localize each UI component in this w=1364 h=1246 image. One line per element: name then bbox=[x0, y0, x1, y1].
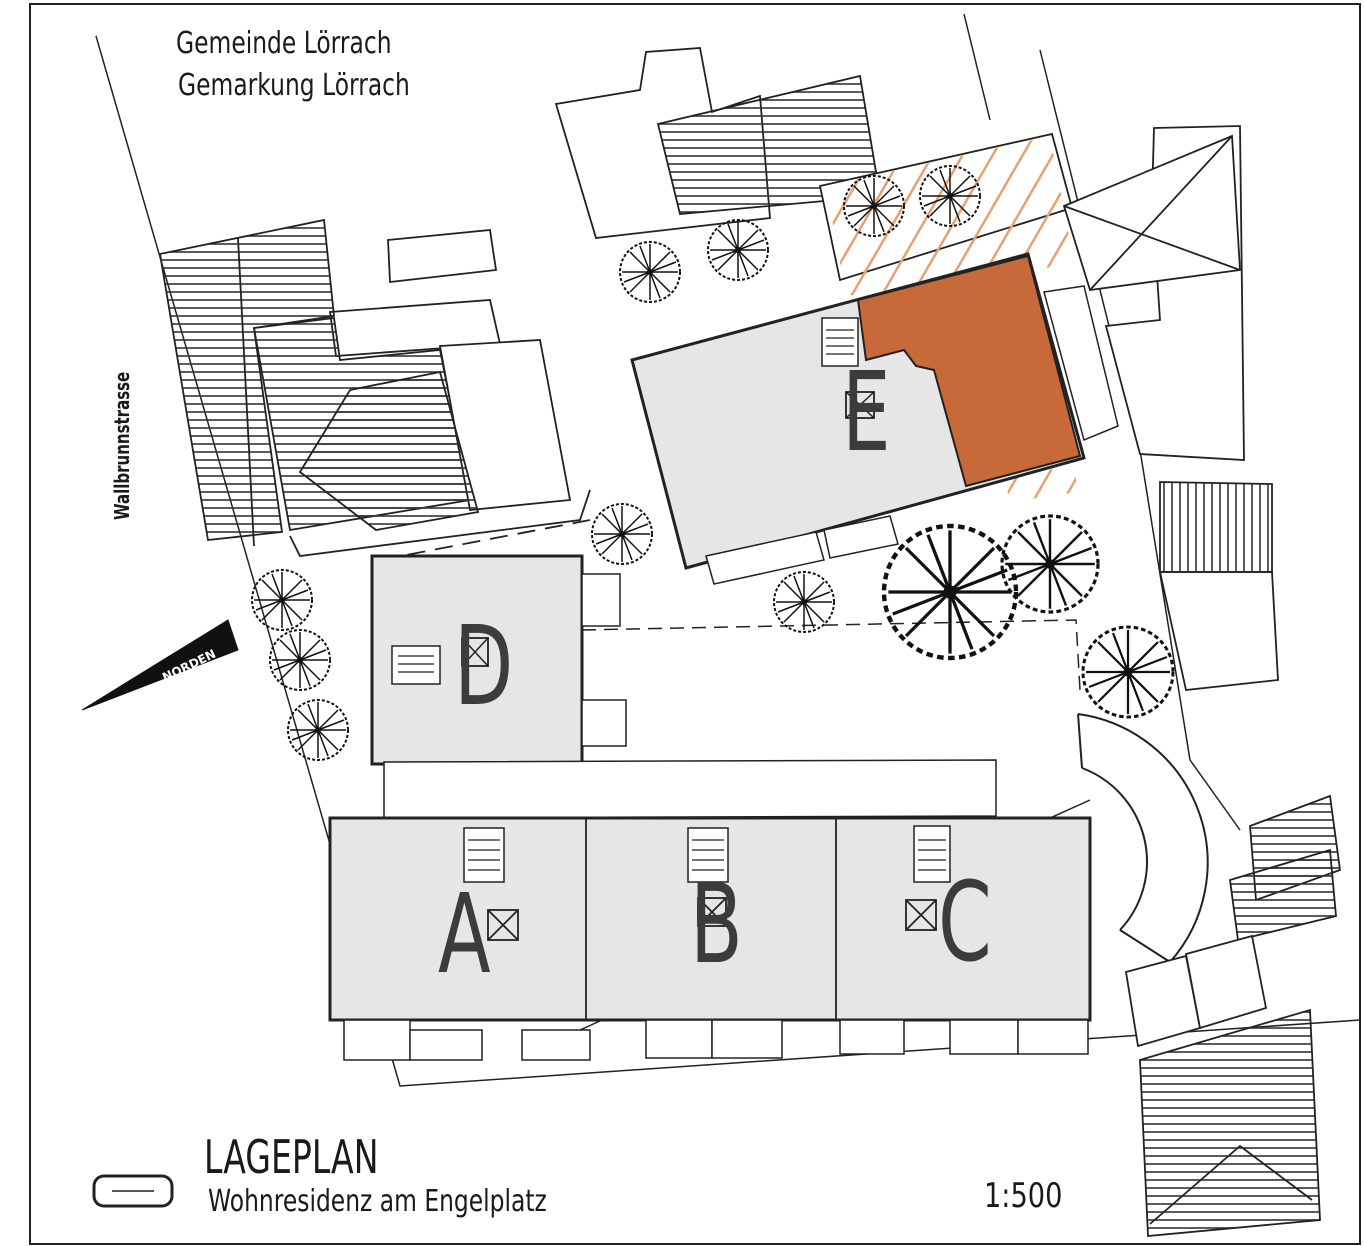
building-e bbox=[630, 252, 1119, 585]
plan-scale: 1:500 bbox=[984, 1176, 1063, 1216]
north-arrow-icon bbox=[81, 619, 239, 711]
building-e-label: E bbox=[842, 348, 891, 476]
plan-title: LAGEPLAN bbox=[204, 1130, 379, 1184]
district-label: Gemarkung Lörrach bbox=[178, 68, 410, 103]
curved-ramp bbox=[1077, 713, 1209, 963]
courtyard-link bbox=[383, 759, 997, 819]
building-a-label: A bbox=[438, 870, 491, 998]
left-neighbour-block bbox=[158, 218, 591, 561]
building-d bbox=[370, 554, 627, 766]
buildings-abc bbox=[328, 816, 1092, 1061]
building-d-label: D bbox=[454, 602, 514, 730]
courtyard-path bbox=[581, 619, 1081, 691]
lower-right-neighbours bbox=[1124, 794, 1341, 1237]
page-frame bbox=[29, 3, 1361, 1245]
municipality-label: Gemeinde Lörrach bbox=[176, 26, 392, 61]
building-c-label: C bbox=[938, 858, 992, 986]
building-b-label: B bbox=[690, 860, 743, 988]
street-label: Wallbrunnstrasse bbox=[110, 371, 134, 520]
plan-subtitle: Wohnresidenz am Engelplatz bbox=[208, 1184, 547, 1219]
